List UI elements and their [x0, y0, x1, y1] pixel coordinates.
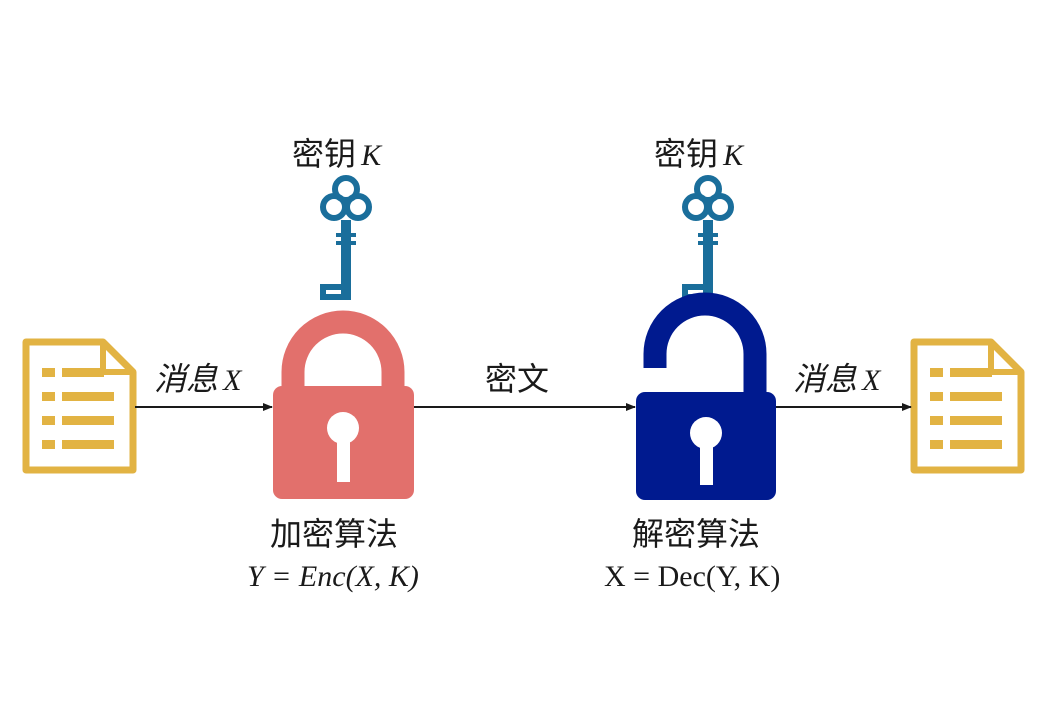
key-icon-encrypt: [320, 175, 372, 300]
ciphertext-label: 密文: [485, 360, 550, 398]
encrypt-algorithm-name: 加密算法: [270, 515, 399, 553]
message-label-text: 消息: [154, 360, 219, 398]
message-label-input: 消息 X: [154, 363, 241, 396]
key-label-text: 密钥: [292, 135, 357, 173]
key-icon-decrypt: [682, 175, 734, 300]
document-icon-output: [910, 338, 1025, 474]
key-label-text: 密钥: [654, 135, 719, 173]
message-variable: X: [223, 364, 242, 397]
key-label-decrypt: 密钥 K: [654, 138, 743, 171]
key-variable: K: [361, 139, 382, 172]
key-label-encrypt: 密钥 K: [292, 138, 381, 171]
encrypt-formula: Y = Enc(X, K): [247, 560, 419, 593]
document-icon-input: [22, 338, 137, 474]
decrypt-formula: X = Dec(Y, K): [604, 560, 781, 593]
lock-closed-icon: [273, 310, 414, 499]
message-label-output: 消息 X: [793, 363, 880, 396]
message-variable: X: [862, 364, 881, 397]
decrypt-algorithm-name: 解密算法: [632, 515, 761, 553]
key-variable: K: [723, 139, 744, 172]
message-label-text: 消息: [793, 360, 858, 398]
lock-open-icon: [636, 292, 776, 500]
